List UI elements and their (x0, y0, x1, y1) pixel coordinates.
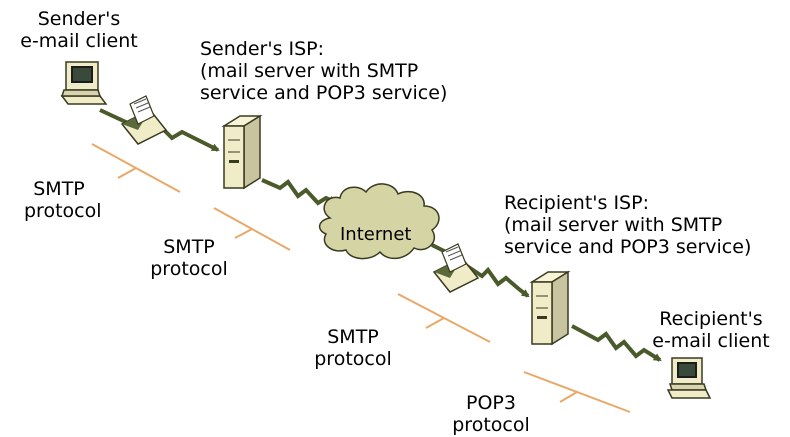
protocol-bracket-3 (397, 293, 491, 343)
internet-cloud-icon (318, 183, 440, 260)
recipient-isp-label-line-3: service and POP3 service) (504, 236, 752, 258)
protocol-label-4-line-2: protocol (452, 414, 530, 436)
recipient-client-label-line-2: e-mail client (652, 330, 770, 352)
envelope-icon-1 (120, 95, 168, 145)
recipient-isp-server-icon (529, 270, 571, 346)
sender-isp-label: Sender's ISP: (mail server with SMTP ser… (200, 38, 447, 104)
recipient-isp-label-line-1: Recipient's ISP: (504, 192, 649, 214)
sender-client-label-line-1: Sender's (37, 8, 121, 30)
flow-arrow-isp-to-internet (261, 178, 337, 206)
protocol-label-3-line-2: protocol (314, 348, 392, 370)
sender-isp-label-line-2: (mail server with SMTP (200, 60, 419, 82)
sender-isp-label-line-3: service and POP3 service) (200, 82, 448, 104)
protocol-label-1-line-1: SMTP (33, 178, 85, 200)
protocol-label-1-line-2: protocol (24, 200, 102, 222)
recipient-client-label: Recipient's e-mail client (636, 308, 786, 352)
protocol-label-2-line-2: protocol (150, 258, 228, 280)
protocol-label-2: SMTP protocol (144, 236, 234, 280)
sender-isp-label-line-1: Sender's ISP: (200, 38, 325, 60)
protocol-bracket-4 (523, 371, 631, 413)
sender-client-label-line-2: e-mail client (20, 30, 138, 52)
recipient-isp-label: Recipient's ISP: (mail server with SMTP … (504, 192, 751, 258)
envelope-icon-2 (432, 243, 480, 293)
protocol-label-1: SMTP protocol (24, 178, 102, 222)
internet-label: Internet (340, 224, 412, 245)
protocol-label-3-line-1: SMTP (327, 326, 379, 348)
sender-computer-icon (60, 61, 108, 105)
recipient-computer-icon (666, 357, 712, 399)
recipient-isp-label-line-2: (mail server with SMTP (504, 214, 723, 236)
protocol-label-4-line-1: POP3 (466, 392, 516, 414)
sender-client-label: Sender's e-mail client (4, 8, 154, 52)
protocol-label-3: SMTP protocol (308, 326, 398, 370)
flow-arrow-isp-to-recipient-client (571, 324, 662, 362)
protocol-bracket-1 (91, 143, 181, 193)
protocol-label-2-line-1: SMTP (163, 236, 215, 258)
protocol-bracket-2 (213, 207, 291, 251)
sender-isp-server-icon (221, 114, 263, 190)
recipient-client-label-line-1: Recipient's (659, 308, 763, 330)
protocol-label-4: POP3 protocol (446, 392, 536, 436)
